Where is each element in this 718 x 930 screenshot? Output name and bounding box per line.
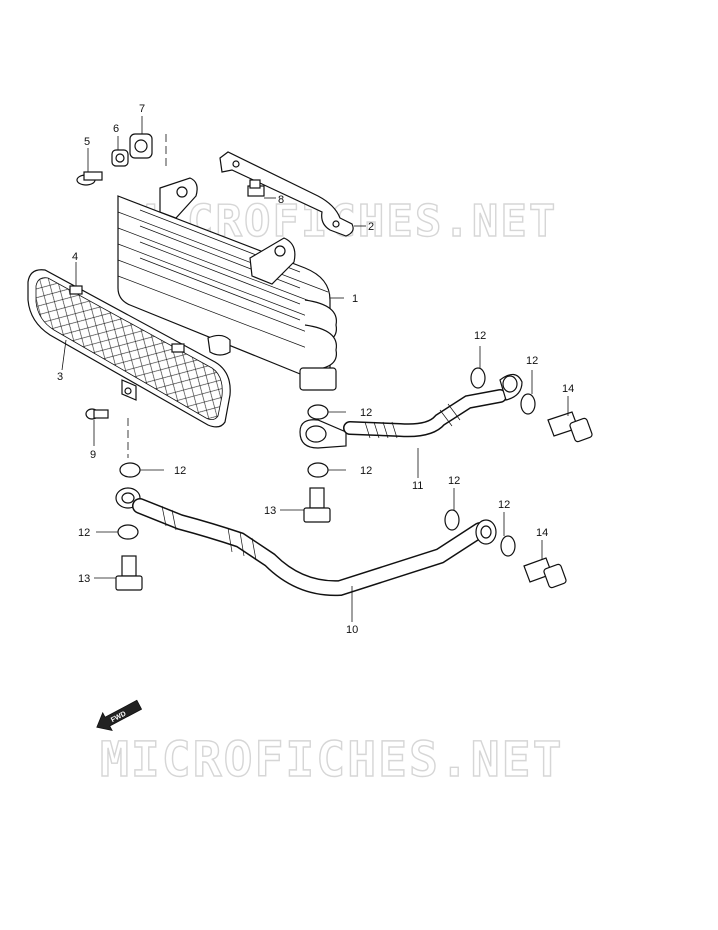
callout-2: 2 [368, 221, 374, 233]
callout-4: 4 [72, 251, 78, 263]
oil-hose-11 [299, 373, 523, 449]
fwd-label: FWD [110, 711, 127, 725]
washer-12e [119, 462, 141, 478]
callout-12d: 12 [360, 465, 372, 477]
callout-8: 8 [278, 194, 284, 206]
cushion-7 [129, 133, 153, 159]
collar-6 [111, 149, 129, 167]
washer-12f [117, 524, 139, 540]
callout-11: 11 [412, 480, 423, 492]
callout-12g: 12 [448, 475, 460, 487]
washers [117, 367, 536, 557]
callout-6: 6 [113, 123, 119, 135]
oil-cooler-core [117, 177, 337, 391]
washer-12h [500, 535, 516, 557]
watermark-bottom: MICROFICHES.NET [100, 732, 563, 788]
callout-14a: 14 [562, 383, 574, 395]
washer-12a [470, 367, 486, 389]
callout-12a: 12 [474, 330, 486, 342]
union-bolt-14b [523, 557, 567, 589]
callout-14b: 14 [536, 527, 548, 539]
callout-12e: 12 [174, 465, 186, 477]
screw-9 [85, 408, 109, 420]
callout-12b: 12 [526, 355, 538, 367]
leader-lines [61, 116, 569, 622]
union-bolt-13b [115, 555, 143, 591]
callout-12f: 12 [78, 527, 90, 539]
bracket [219, 151, 354, 237]
washer-12g [444, 509, 460, 531]
callout-10: 10 [346, 624, 358, 636]
forward-arrow-icon: FWD [96, 699, 143, 732]
union-bolt-14a [547, 411, 593, 443]
callout-7: 7 [139, 103, 145, 115]
union-bolt-13a [303, 487, 331, 523]
callout-5: 5 [84, 136, 90, 148]
mesh-guard [27, 269, 231, 428]
callout-labels: 1 2 3 4 5 6 7 8 9 10 11 12 12 12 12 12 1… [57, 103, 574, 636]
callout-1: 1 [352, 293, 358, 305]
bolt-8 [247, 179, 265, 197]
callout-12h: 12 [498, 499, 510, 511]
washer-12c [307, 404, 329, 420]
callout-3: 3 [57, 371, 63, 383]
washer-12d [307, 462, 329, 478]
callout-13a: 13 [264, 505, 276, 517]
callout-12c: 12 [360, 407, 372, 419]
callout-9: 9 [90, 449, 96, 461]
callout-13b: 13 [78, 573, 90, 585]
oil-hose-10 [115, 487, 497, 597]
screw-5 [76, 171, 103, 186]
washer-12b [520, 393, 536, 415]
